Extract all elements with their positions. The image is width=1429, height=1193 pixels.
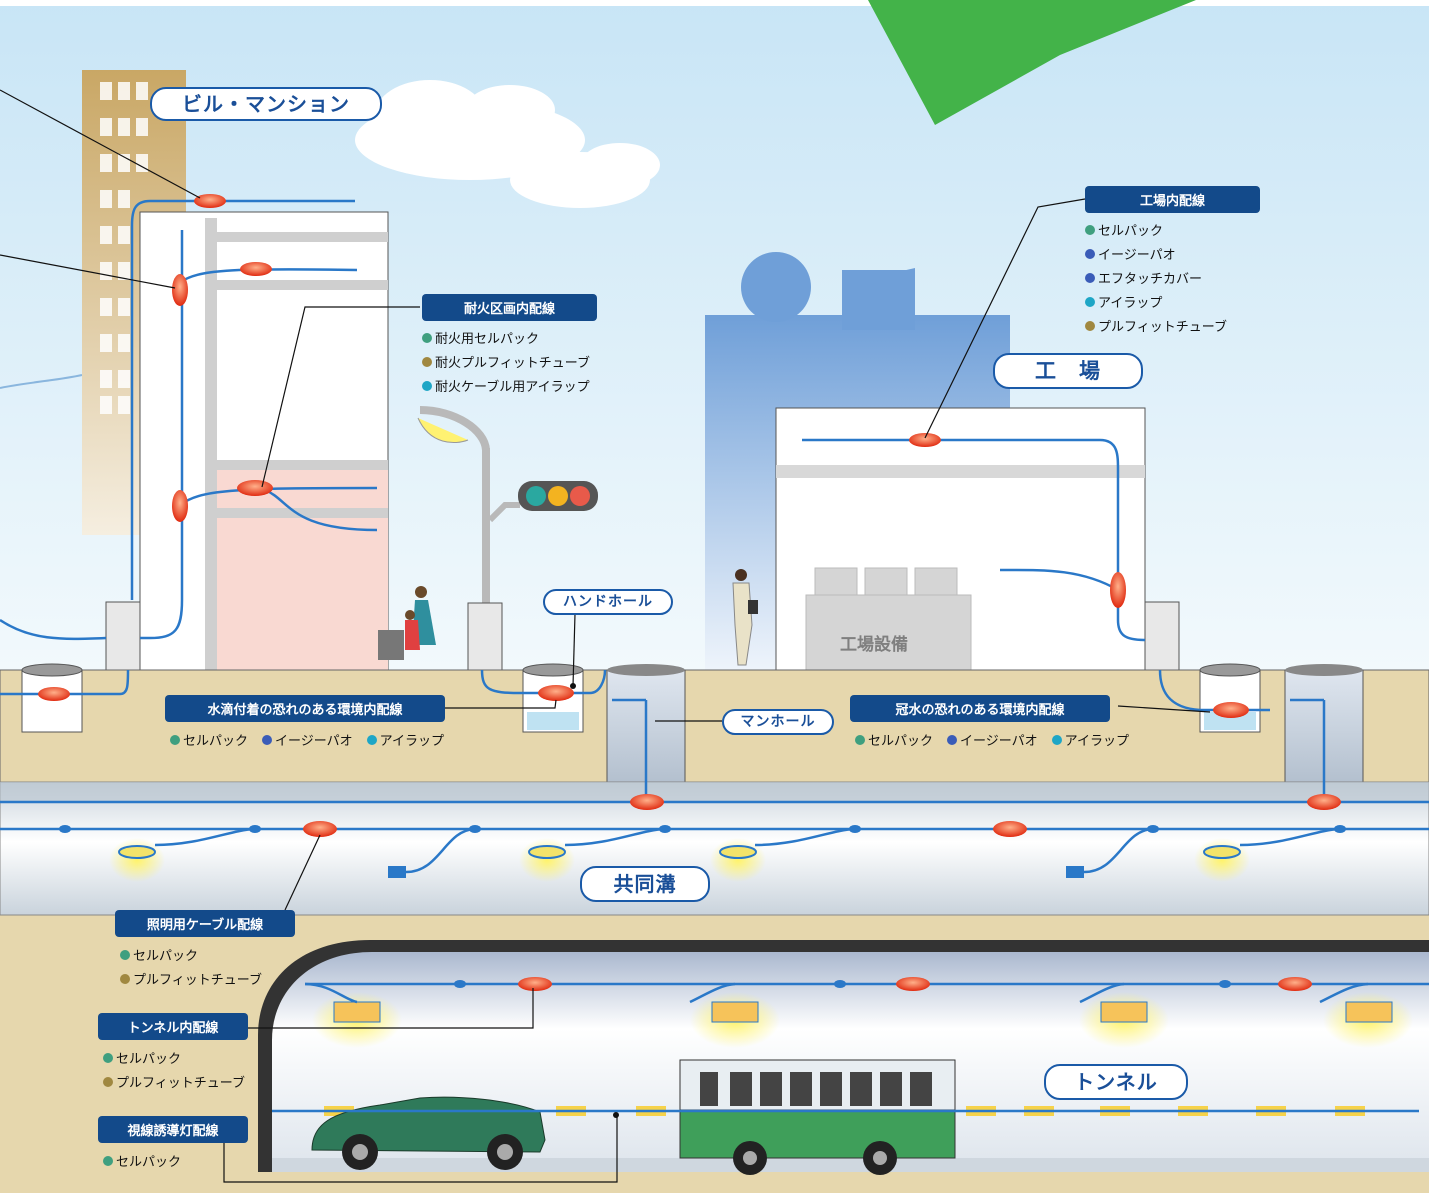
factory-wiring-item: セルパック (1085, 220, 1260, 239)
factory-equipment-label: 工場設備 (840, 635, 908, 655)
lighting-group: 照明用ケーブル配線 セルパック プルフィットチューブ (115, 910, 295, 988)
item-label: セルパック (868, 734, 934, 749)
common-duct-label: 共同溝 (580, 866, 710, 902)
bullet-dot (422, 380, 432, 391)
item-label: アイラップ (379, 734, 444, 749)
flooding-item: セルパック (855, 730, 933, 749)
item-label: エフタッチカバー (1098, 272, 1203, 287)
item-label: プルフィットチューブ (1098, 320, 1227, 335)
item-label: イージーパオ (1098, 248, 1176, 263)
tunnel-label: トンネル (1044, 1064, 1188, 1100)
apartment-building (105, 211, 389, 671)
bullet-dot (947, 734, 958, 745)
tunnel-wiring-item: プルフィットチューブ (103, 1072, 248, 1091)
small-connectors (59, 825, 1346, 988)
bullet-dot (1085, 224, 1095, 235)
dripping-item: アイラップ (366, 730, 444, 749)
item-label: セルパック (133, 949, 199, 964)
bullet-dot (366, 734, 377, 745)
bullet-dot (1085, 296, 1095, 307)
tunnel-wiring-item: セルパック (103, 1048, 248, 1067)
tunnel-wiring-group: トンネル内配線 セルパック プルフィットチューブ (98, 1013, 248, 1091)
item-label: セルパック (183, 734, 249, 749)
clouds (355, 80, 660, 208)
ground-pits (21, 663, 1261, 733)
bullet-dot (120, 949, 130, 960)
item-label: イージーパオ (960, 734, 1038, 749)
leader-lines (0, 89, 1211, 1183)
traffic-light (518, 481, 598, 511)
factory-wiring-item: エフタッチカバー (1085, 268, 1260, 287)
bullet-dot (170, 734, 180, 745)
item-label: アイラップ (1098, 296, 1163, 311)
lighting-item: プルフィットチューブ (120, 969, 295, 988)
bullet-dot (1085, 248, 1095, 259)
bullet-dot (103, 1052, 113, 1063)
bullet-dot (422, 356, 432, 367)
cables (0, 199, 1429, 1113)
item-label: イージーパオ (275, 734, 353, 749)
bullet-dot (422, 332, 432, 343)
factory-wiring-item: イージーパオ (1085, 244, 1260, 263)
lighting-item: セルパック (120, 945, 295, 964)
cable-joints (38, 194, 1341, 991)
building-label: ビル・マンション (150, 87, 382, 121)
bullet-dot (120, 973, 130, 984)
item-label: プルフィットチューブ (133, 973, 262, 988)
bullet-dot (262, 734, 273, 745)
bullet-dot (103, 1076, 113, 1087)
item-label: 耐火プルフィットチューブ (435, 356, 590, 371)
guide-light-item: セルパック (103, 1151, 248, 1170)
fireproof-item: 耐火プルフィットチューブ (422, 352, 597, 371)
item-label: セルパック (1098, 224, 1164, 239)
item-label: セルパック (116, 1155, 182, 1170)
tunnel-wiring-title: トンネル内配線 (98, 1013, 248, 1040)
factory-wiring-item: プルフィットチューブ (1085, 316, 1260, 335)
bullet-dot (855, 734, 865, 745)
fireproof-group: 耐火区画内配線 耐火用セルパック 耐火プルフィットチューブ 耐火ケーブル用アイラ… (422, 294, 597, 395)
bullet-dot (1051, 734, 1062, 745)
guide-light-group: 視線誘導灯配線 セルパック (98, 1116, 248, 1170)
pedestrians (378, 569, 758, 666)
item-label: プルフィットチューブ (116, 1076, 245, 1091)
fireproof-title: 耐火区画内配線 (422, 294, 597, 321)
item-label: アイラップ (1064, 734, 1129, 749)
dripping-item: セルパック (170, 730, 248, 749)
street-lamp (417, 406, 520, 671)
factory-wiring-group: 工場内配線 セルパック イージーパオ エフタッチカバー アイラップ プルフィット… (1085, 186, 1260, 335)
fireproof-item: 耐火用セルパック (422, 328, 597, 347)
speech-callout (868, 0, 1196, 125)
dripping-item: イージーパオ (262, 730, 353, 749)
dripping-title: 水滴付着の恐れのある環境内配線 (165, 695, 445, 722)
factory-label: 工 場 (993, 353, 1143, 389)
bullet-dot (1085, 272, 1095, 283)
flooding-item: イージーパオ (947, 730, 1038, 749)
factory-wiring-item: アイラップ (1085, 292, 1260, 311)
lighting-title: 照明用ケーブル配線 (115, 910, 295, 937)
item-label: 耐火用セルパック (435, 332, 540, 347)
ground (0, 669, 1429, 783)
handhole-label: ハンドホール (543, 589, 673, 615)
flooding-title: 冠水の恐れのある環境内配線 (850, 695, 1110, 722)
item-label: 耐火ケーブル用アイラップ (435, 380, 590, 395)
dripping-group: 水滴付着の恐れのある環境内配線 セルパック イージーパオ アイラップ (165, 695, 445, 749)
item-label: セルパック (116, 1052, 182, 1067)
flooding-group: 冠水の恐れのある環境内配線 セルパック イージーパオ アイラップ (850, 695, 1129, 749)
factory-building (775, 407, 1180, 671)
manhole-label: マンホール (722, 709, 834, 735)
flooding-item: アイラップ (1051, 730, 1129, 749)
guide-light-title: 視線誘導灯配線 (98, 1116, 248, 1143)
bullet-dot (1085, 320, 1095, 331)
fireproof-item: 耐火ケーブル用アイラップ (422, 376, 597, 395)
factory-wiring-title: 工場内配線 (1085, 186, 1260, 213)
bullet-dot (103, 1155, 113, 1166)
